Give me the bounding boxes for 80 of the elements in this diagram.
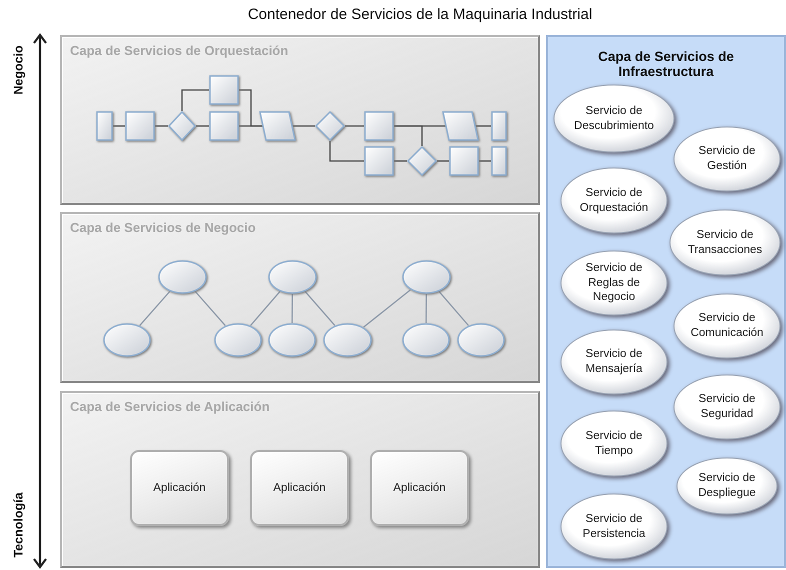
data-parallelogram	[442, 111, 479, 141]
service-label: Servicio de Orquestación	[578, 186, 650, 216]
service-label: Servicio de Gestión	[698, 144, 756, 174]
service-ellipse	[560, 167, 668, 234]
service-node-ellipse	[158, 260, 207, 294]
process-box	[364, 146, 394, 176]
connector-line	[155, 125, 168, 127]
process-box	[209, 75, 239, 105]
service-label: Servicio de Seguridad	[698, 392, 756, 422]
application-box: Aplicación	[370, 450, 469, 526]
layer-title: Capa de Servicios de Aplicación	[70, 399, 270, 414]
layer-title: Capa de Servicios de Negocio	[70, 220, 256, 235]
service-label: Servicio de Tiempo	[584, 428, 644, 458]
service-node-ellipse	[402, 260, 451, 294]
axis-label: Negocio	[11, 45, 26, 95]
process-box	[449, 146, 479, 176]
process-box	[125, 111, 155, 141]
service-ellipse	[673, 293, 781, 359]
connector-line	[239, 125, 263, 127]
connector-line	[304, 291, 336, 326]
service-ellipse	[673, 126, 781, 192]
connector-line	[425, 294, 428, 323]
service-ellipse	[560, 410, 668, 477]
connector-line	[394, 125, 423, 146]
terminator-bar	[491, 146, 507, 176]
decision-diamond	[407, 146, 437, 176]
connector-line	[329, 141, 364, 162]
service-node-ellipse	[402, 323, 450, 357]
service-label: Servicio de Descubrimiento	[573, 104, 655, 134]
connector-line	[196, 125, 209, 127]
connector-line	[194, 291, 226, 326]
layer-panel	[60, 391, 540, 568]
service-node-ellipse	[323, 323, 372, 357]
service-ellipse	[669, 209, 781, 276]
connector-line	[291, 294, 294, 323]
service-node-ellipse	[457, 323, 505, 357]
layer-title: Capa de Servicios de Orquestación	[70, 43, 288, 58]
connector-line	[475, 125, 491, 127]
service-label: Servicio de Despliegue	[697, 471, 757, 501]
service-ellipse	[673, 374, 781, 440]
application-box: Aplicación	[130, 450, 229, 526]
connector-line	[113, 125, 125, 127]
service-label: Servicio de Persistencia	[582, 512, 646, 542]
service-ellipse	[560, 329, 668, 395]
layer-title: Capa de Servicios de Infraestructura	[597, 49, 735, 79]
decision-diamond	[315, 111, 345, 141]
connector-line	[345, 125, 364, 127]
process-box	[364, 111, 394, 141]
connector-line	[479, 160, 491, 162]
diagram-title: Contenedor de Servicios de la Maquinaria Industrial	[246, 6, 594, 23]
connector-line	[292, 125, 315, 127]
application-box: Aplicación	[250, 450, 349, 526]
service-node-ellipse	[103, 323, 151, 357]
layer-panel	[546, 35, 786, 568]
axis-label: Tecnología	[11, 492, 26, 558]
connector-line	[181, 89, 209, 111]
layer-panel	[60, 35, 540, 205]
decision-diamond	[168, 111, 196, 141]
connector-line	[394, 160, 407, 162]
connector-line	[139, 291, 170, 326]
connector-line	[437, 160, 449, 162]
service-node-ellipse	[268, 260, 317, 294]
terminator-bar	[491, 111, 507, 141]
layer-panel	[60, 212, 540, 383]
service-node-ellipse	[268, 323, 316, 357]
service-ellipse	[560, 250, 668, 316]
terminator-bar	[96, 111, 113, 141]
service-label: Servicio de Mensajería	[584, 347, 644, 377]
service-label: Servicio de Comunicación	[690, 311, 764, 341]
data-parallelogram	[259, 111, 296, 141]
process-box	[209, 111, 239, 141]
service-label: Servicio de Reglas de Negocio	[584, 260, 644, 306]
service-ellipse	[676, 457, 778, 515]
connector-line	[438, 291, 469, 326]
connector-line	[250, 291, 280, 326]
service-node-ellipse	[214, 323, 262, 357]
service-ellipse	[560, 493, 668, 560]
service-label: Servicio de Transacciones	[686, 228, 764, 258]
service-ellipse	[553, 84, 675, 153]
connector-line	[363, 289, 411, 328]
